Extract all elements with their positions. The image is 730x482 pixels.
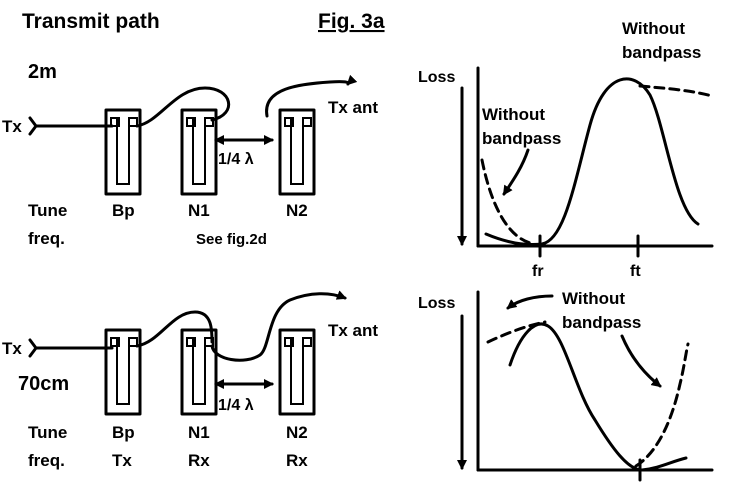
bp-label-2: Bp xyxy=(112,423,135,442)
annot-left-line1: Without xyxy=(482,105,545,124)
quarter-wave-label: 1/4 λ xyxy=(218,151,254,168)
top-loss-graph: Loss fr ft Without bandpass Without band… xyxy=(418,19,714,280)
response-curve-2 xyxy=(508,322,688,472)
annot-line2-2: bandpass xyxy=(562,313,641,332)
bottom-circuit: Tx 70cm Tx ant 1/4 λ Tune freq. B xyxy=(2,290,378,470)
annot-left-arrow xyxy=(502,148,530,196)
resonator-bp-2 xyxy=(104,328,142,416)
tx-ant-label-2: Tx ant xyxy=(328,321,378,340)
ft-label: ft xyxy=(630,263,641,280)
tx-ant-label: Tx ant xyxy=(328,98,378,117)
annot-right-line1: Without xyxy=(622,19,685,38)
n2-sublabel: Rx xyxy=(286,451,308,470)
annot-right-line2: bandpass xyxy=(622,43,701,62)
antenna-wire-2 xyxy=(210,290,347,362)
annot-left-line2: bandpass xyxy=(482,129,561,148)
n1-label: N1 xyxy=(188,201,210,220)
dashed-curve-right xyxy=(638,84,714,98)
n1-label-2: N1 xyxy=(188,423,210,442)
dashed-curve-left-2 xyxy=(486,320,547,344)
resonator-n1-2 xyxy=(180,328,218,416)
freq-label-2: freq. xyxy=(28,451,65,470)
dashed-curve-left xyxy=(480,158,532,245)
n1-sublabel: Rx xyxy=(188,451,210,470)
resonator-bp xyxy=(104,108,142,196)
coupling-wire-bp-n1 xyxy=(135,86,231,128)
resonator-n1 xyxy=(180,108,218,196)
loss-axis-label-2: Loss xyxy=(418,295,455,312)
band-label-2m: 2m xyxy=(28,61,57,83)
bp-sublabel: Tx xyxy=(112,451,132,470)
loss-axis-label: Loss xyxy=(418,69,455,86)
see-fig-note: See fig.2d xyxy=(196,231,267,248)
band-label-70cm: 70cm xyxy=(18,373,69,395)
bp-label: Bp xyxy=(112,201,135,220)
n2-label-2: N2 xyxy=(286,423,308,442)
annot-arrow-right-2 xyxy=(620,334,662,388)
antenna-wire xyxy=(265,74,358,118)
annot-arrow-left-2 xyxy=(506,294,554,310)
fr-label: fr xyxy=(532,263,544,280)
coupling-wire-bp-n1-2 xyxy=(135,310,214,348)
tx-input-label: Tx xyxy=(2,117,22,136)
tune-label: Tune xyxy=(28,201,67,220)
figure-title: Transmit path xyxy=(22,10,160,33)
figure-label: Fig. 3a xyxy=(318,10,385,33)
freq-label: freq. xyxy=(28,229,65,248)
annot-line1-2: Without xyxy=(562,289,625,308)
tune-label-2: Tune xyxy=(28,423,67,442)
top-circuit: 2m Tx Tx ant 1/4 λ Tune xyxy=(2,61,378,248)
bottom-loss-graph: Loss Without bandpass xyxy=(418,289,714,482)
tx-input-label-2: Tx xyxy=(2,339,22,358)
response-curve xyxy=(484,77,700,246)
resonator-n2 xyxy=(278,108,316,196)
dashed-curve-right-2 xyxy=(634,342,690,468)
n2-label: N2 xyxy=(286,201,308,220)
quarter-wave-label-2: 1/4 λ xyxy=(218,397,254,414)
resonator-n2-2 xyxy=(278,328,316,416)
